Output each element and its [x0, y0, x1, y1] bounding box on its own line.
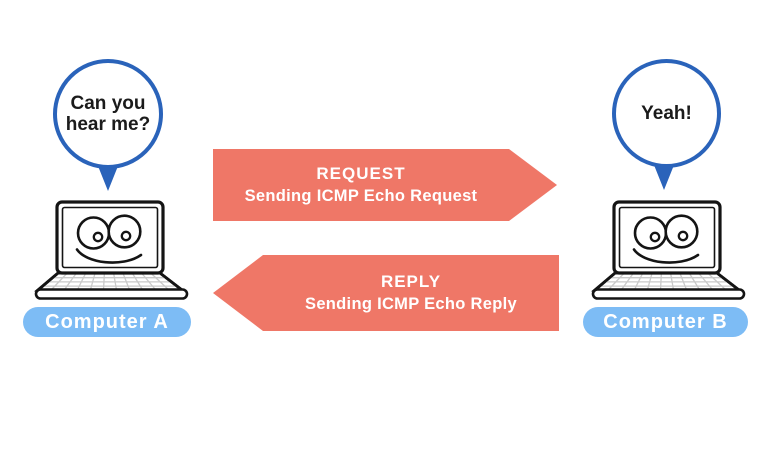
computer-a-label-text: Computer A — [45, 310, 169, 333]
computer-b-label: Computer B — [583, 307, 748, 337]
laptop-b-face — [632, 214, 700, 264]
laptop-a-face — [75, 214, 143, 264]
request-subtitle: Sending ICMP Echo Request — [244, 187, 478, 205]
reply-subtitle: Sending ICMP Echo Reply — [305, 295, 517, 313]
request-arrow-shape — [213, 149, 557, 221]
speech-bubble-a-text: Can you hear me? — [65, 93, 151, 135]
speech-bubble-a: Can you hear me? — [53, 59, 163, 169]
request-arrow: REQUEST Sending ICMP Echo Request — [213, 149, 557, 221]
request-arrow-text: REQUEST Sending ICMP Echo Request — [213, 149, 509, 221]
laptop-b-illustration — [591, 200, 746, 300]
speech-bubble-b-text: Yeah! — [641, 103, 692, 124]
computer-a-label: Computer A — [23, 307, 191, 337]
reply-title: REPLY — [380, 272, 442, 291]
laptop-b-keyboard — [591, 271, 744, 292]
laptop-a-illustration — [34, 200, 189, 300]
laptop-a-base — [34, 288, 189, 300]
speech-bubble-b: Yeah! — [612, 59, 721, 168]
laptop-a-keys — [42, 272, 177, 291]
computer-b-label-text: Computer B — [603, 310, 728, 333]
laptop-a-keyboard — [34, 271, 187, 292]
laptop-b-keys — [599, 272, 734, 291]
request-title: REQUEST — [316, 164, 406, 183]
reply-arrow-shape — [213, 255, 559, 331]
laptop-b-base — [591, 288, 746, 300]
reply-arrow: REPLY Sending ICMP Echo Reply — [213, 255, 559, 331]
reply-arrow-text: REPLY Sending ICMP Echo Reply — [263, 255, 559, 331]
